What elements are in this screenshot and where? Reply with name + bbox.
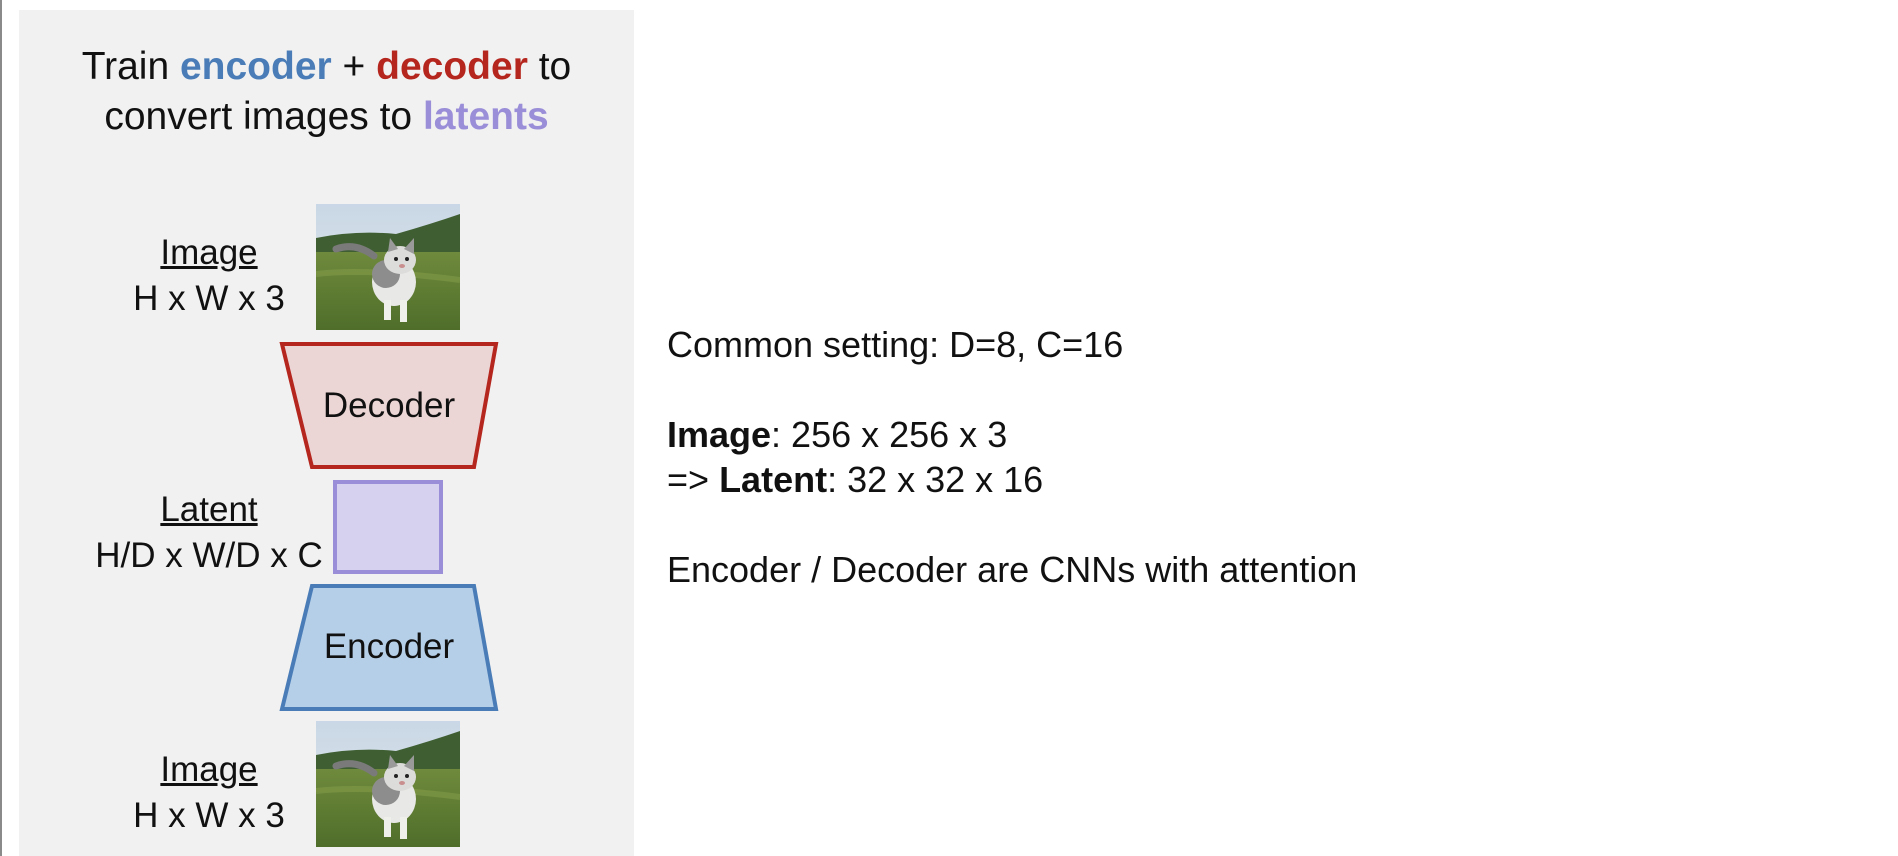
bottom-image-heading: Image	[160, 750, 258, 789]
image-size-line: Image: 256 x 256 x 3	[667, 412, 1357, 457]
common-setting-text: Common setting: D=8, C=16	[667, 324, 1124, 365]
panel-title: Train encoder + decoder to convert image…	[19, 42, 634, 142]
latent-dims: H/D x W/D x C	[95, 536, 323, 575]
top-image-heading: Image	[160, 233, 258, 272]
latent-box	[333, 480, 443, 574]
encoder-label: Encoder	[323, 627, 455, 666]
title-encoder-word: encoder	[179, 45, 332, 88]
notes-block: Common setting: D=8, C=16 Image: 256 x 2…	[667, 322, 1357, 592]
encoder-trapezoid	[279, 584, 499, 711]
top-kitten-image	[316, 204, 460, 330]
bottom-image-dims: H x W x 3	[133, 796, 285, 835]
top-image-label: Image H x W x 3	[89, 230, 329, 322]
title-latents-word: latents	[422, 95, 549, 138]
decoder-label: Decoder	[322, 386, 456, 425]
latent-label: Latent H/D x W/D x C	[59, 487, 359, 579]
decoder-trapezoid	[279, 342, 499, 469]
top-image-dims: H x W x 3	[133, 279, 285, 318]
bottom-image-label: Image H x W x 3	[89, 747, 329, 839]
title-text: convert images to	[104, 95, 423, 138]
title-decoder-word: decoder	[376, 45, 528, 88]
autoencoder-shapes	[279, 342, 499, 711]
architecture-text: Encoder / Decoder are CNNs with attentio…	[667, 549, 1358, 590]
latent-size-value: : 32 x 32 x 16	[827, 459, 1044, 500]
left-border	[0, 0, 2, 856]
image-size-value: : 256 x 256 x 3	[771, 414, 1008, 455]
latent-size-line: => Latent: 32 x 32 x 16	[667, 457, 1357, 502]
latent-size-prefix: =>	[667, 459, 720, 500]
image-size-label: Image	[667, 414, 772, 455]
bottom-kitten-image	[316, 721, 460, 847]
latent-heading: Latent	[160, 490, 258, 529]
title-text: Train	[81, 45, 180, 88]
diagram-panel: Train encoder + decoder to convert image…	[19, 10, 634, 856]
latent-size-label: Latent	[719, 459, 828, 500]
title-text: to	[527, 45, 572, 88]
title-plus: +	[331, 45, 377, 88]
